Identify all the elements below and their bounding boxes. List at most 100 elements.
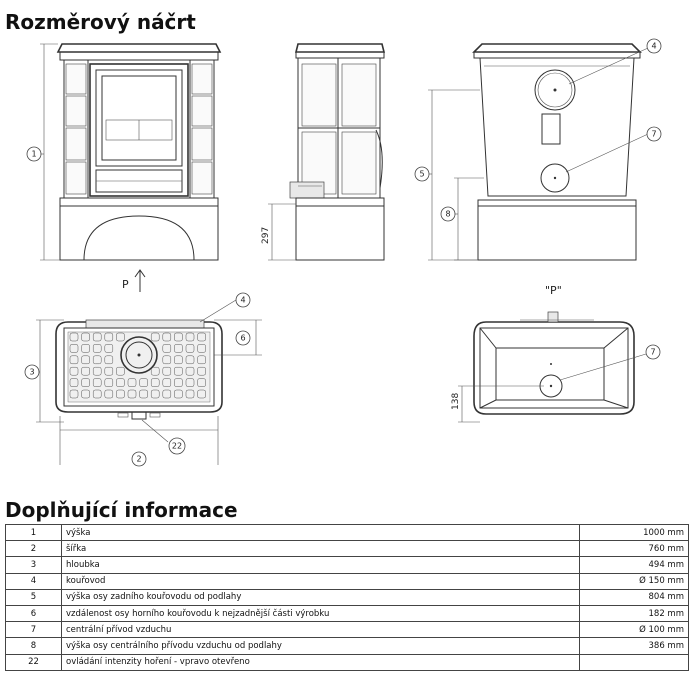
arrow-p-label: P (122, 278, 129, 291)
cell-label: výška osy centrálního přívodu vzduchu od… (61, 637, 580, 655)
grate-cell (69, 389, 79, 399)
grate-cell (69, 344, 79, 353)
callout-5: 5 (414, 166, 430, 182)
grate-cell (81, 332, 90, 342)
grate-cell (92, 389, 102, 399)
cell-num: 3 (5, 556, 62, 574)
cell-label: výška (61, 523, 580, 542)
grate-cell (185, 389, 195, 399)
grate-cell (197, 332, 206, 342)
callout-4-rear: 4 (646, 38, 662, 54)
grate-cell (150, 378, 160, 387)
grate-cell (116, 378, 125, 387)
grate-cell (116, 389, 125, 399)
cell-num: 4 (5, 572, 62, 590)
cell-label: výška osy zadního kouřovodu od podlahy (61, 588, 580, 606)
callout-2-label: 2 (136, 455, 141, 464)
callout-4-rear-label: 4 (651, 42, 656, 51)
cell-value: 760 mm (579, 540, 689, 558)
grate-cell (162, 332, 172, 342)
callout-6-label: 6 (240, 334, 245, 343)
dim-297-label: 297 (261, 227, 271, 244)
grate-cell (92, 332, 102, 342)
grate-cell (139, 378, 148, 387)
grate-cell (162, 378, 172, 387)
grate-cell (150, 389, 160, 399)
cell-label: vzdálenost osy horního kouřovodu k nejza… (61, 604, 580, 623)
grate-cell (104, 344, 114, 353)
grate-cell (92, 344, 102, 353)
grate-cell (69, 378, 79, 387)
grate-cell (185, 378, 195, 387)
grate-cell (116, 366, 125, 376)
grate-cell (150, 332, 160, 342)
grate-cell (92, 355, 102, 365)
grate-cell (185, 344, 195, 353)
cell-num: 6 (5, 604, 62, 623)
grate-cell (185, 355, 195, 365)
callout-22: 22 (168, 437, 186, 455)
callout-3-label: 3 (29, 368, 34, 377)
grate-cell (104, 389, 114, 399)
callout-3: 3 (24, 364, 40, 380)
cell-value: 494 mm (579, 556, 689, 574)
grate-cell (174, 366, 183, 376)
callout-4-top: 4 (235, 292, 251, 308)
grate-cell (127, 389, 137, 399)
callout-8: 8 (440, 206, 456, 222)
sketch-title: Rozměrový náčrt (5, 10, 196, 34)
rear-view (422, 43, 649, 261)
grate-cell (104, 355, 114, 365)
cell-value: 182 mm (579, 604, 689, 623)
grate-cell (150, 366, 160, 376)
grate-cell (127, 378, 137, 387)
grate-cell (69, 332, 79, 342)
callout-7-p: 7 (645, 344, 661, 360)
grate-cell (116, 332, 125, 342)
cell-value: 804 mm (579, 588, 689, 606)
grate-cell (174, 332, 183, 342)
cell-label: ovládání intenzity hoření - vpravo otevř… (61, 653, 580, 671)
grate-cell (174, 355, 183, 365)
cell-value: Ø 150 mm (579, 572, 689, 590)
grate-cell (197, 344, 206, 353)
callout-2: 2 (131, 451, 147, 467)
cell-label: kouřovod (61, 572, 580, 590)
cell-value: 1000 mm (579, 523, 689, 542)
callout-7-rear: 7 (646, 126, 662, 142)
info-title: Doplňující informace (5, 498, 238, 522)
callout-7-rear-label: 7 (651, 130, 656, 139)
cell-value (579, 653, 689, 671)
grate-cell (81, 355, 90, 365)
grate-cell (197, 378, 206, 387)
grate-cell (197, 355, 206, 365)
grate-cell (104, 378, 114, 387)
grate-cell (81, 378, 90, 387)
grate-cell (104, 366, 114, 376)
callout-4-top-label: 4 (240, 296, 245, 305)
top-view (34, 299, 262, 465)
dimension-drawing: 1 (0, 30, 700, 490)
grate-cell (139, 389, 148, 399)
view-arrow-p: P (122, 269, 146, 292)
callout-1: 1 (26, 146, 42, 162)
grate-cell (69, 366, 79, 376)
cell-num: 8 (5, 637, 62, 655)
grate-cell (197, 389, 206, 399)
cell-value: 386 mm (579, 637, 689, 655)
cell-num: 22 (5, 653, 62, 671)
grate-cell (69, 355, 79, 365)
callout-7-p-label: 7 (650, 348, 655, 357)
dim-138-label: 138 (451, 393, 461, 410)
grate-cell (162, 389, 172, 399)
grate-cell (81, 366, 90, 376)
grate-cell (162, 344, 172, 353)
